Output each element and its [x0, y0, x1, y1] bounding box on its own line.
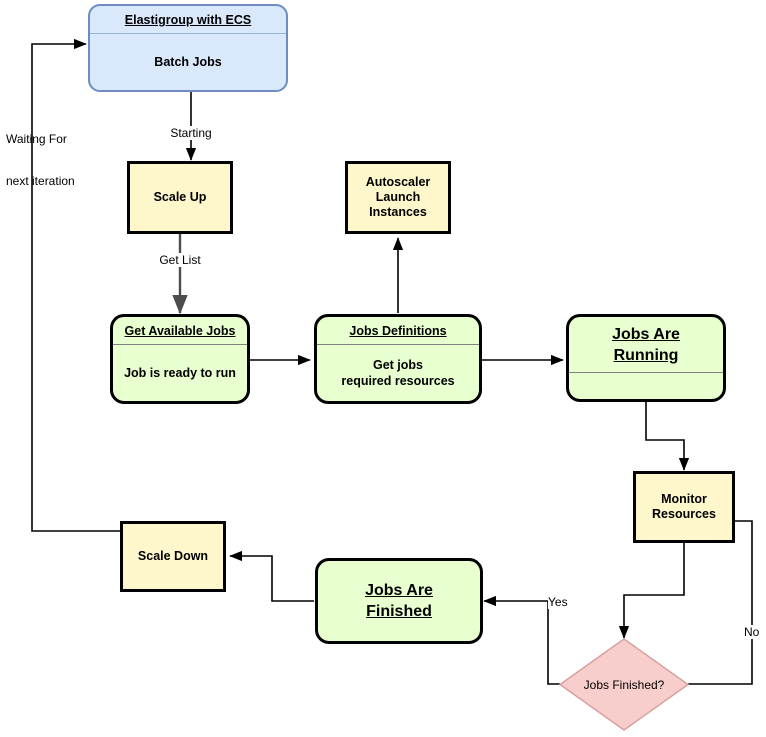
- diamond-shape: [559, 638, 689, 731]
- jobs-definitions-divider: [317, 344, 479, 345]
- scale-up-label: Scale Up: [153, 190, 207, 204]
- jobs-are-finished-title: Jobs Are Finished: [318, 580, 480, 622]
- monitor-resources-line-1: Monitor: [661, 492, 707, 506]
- node-get-available-jobs[interactable]: Get Available Jobs Job is ready to run: [110, 314, 250, 404]
- node-jobs-are-running[interactable]: Jobs Are Running: [566, 314, 726, 402]
- elastigroup-title: Elastigroup with ECS: [124, 13, 252, 27]
- node-autoscaler-launch-instances[interactable]: Autoscaler Launch Instances: [345, 161, 451, 234]
- jobs-are-running-title-line-1: Jobs Are: [612, 326, 680, 343]
- jobs-definitions-title: Jobs Definitions: [349, 324, 447, 338]
- node-elastigroup-with-ecs[interactable]: Elastigroup with ECS Batch Jobs: [88, 4, 288, 92]
- node-jobs-are-finished[interactable]: Jobs Are Finished: [315, 558, 483, 644]
- scale-down-label: Scale Down: [137, 549, 209, 563]
- edge-label-yes: Yes: [548, 595, 578, 609]
- get-available-jobs-body: Job is ready to run: [124, 366, 236, 380]
- autoscaler-line-2: Launch: [375, 190, 421, 204]
- jobs-are-running-divider: [569, 372, 723, 373]
- node-scale-up[interactable]: Scale Up: [127, 161, 233, 234]
- autoscaler-line-3: Instances: [369, 205, 427, 219]
- edge-label-starting: Starting: [151, 126, 231, 140]
- jobs-finished-decision-label: Jobs Finished?: [583, 677, 665, 692]
- edge-monitor-resources-to-decision: [618, 543, 685, 639]
- edge-jobs-are-finished-to-scale-down: [229, 550, 314, 602]
- edge-decision-no-to-monitor-resources: [688, 515, 753, 685]
- jobs-are-running-title: Jobs Are Running: [569, 317, 723, 372]
- node-monitor-resources[interactable]: Monitor Resources: [633, 471, 735, 543]
- edge-label-no: No: [744, 625, 766, 639]
- edge-jobs-are-running-to-monitor-resources: [645, 401, 690, 471]
- jobs-definitions-body: Get jobs required resources: [317, 345, 479, 401]
- elastigroup-divider: [90, 33, 286, 34]
- node-scale-down[interactable]: Scale Down: [120, 521, 226, 592]
- get-available-jobs-divider: [113, 344, 247, 345]
- waiting-label-line-1: Waiting For: [6, 132, 67, 146]
- edge-label-get-list: Get List: [143, 253, 217, 267]
- node-jobs-finished-decision[interactable]: Jobs Finished?: [559, 638, 689, 731]
- node-jobs-definitions[interactable]: Jobs Definitions Get jobs required resou…: [314, 314, 482, 404]
- autoscaler-line-1: Autoscaler: [365, 175, 431, 189]
- waiting-label-line-2: next iteration: [6, 174, 75, 188]
- jobs-are-finished-title-line-1: Jobs Are: [365, 582, 433, 599]
- elastigroup-body: Batch Jobs: [154, 55, 222, 69]
- get-available-jobs-title: Get Available Jobs: [124, 324, 236, 338]
- jobs-definitions-body-line-1: Get jobs: [372, 358, 423, 372]
- jobs-definitions-body-line-2: required resources: [341, 374, 455, 388]
- edge-decision-yes-to-jobs-are-finished: [483, 595, 560, 685]
- jobs-are-running-body: [569, 373, 723, 399]
- jobs-are-finished-title-line-2: Finished: [366, 603, 432, 620]
- jobs-are-running-title-line-2: Running: [613, 347, 679, 364]
- edge-label-waiting-for-next-iteration: Waiting For next iteration: [6, 104, 102, 216]
- monitor-resources-line-2: Resources: [652, 507, 716, 521]
